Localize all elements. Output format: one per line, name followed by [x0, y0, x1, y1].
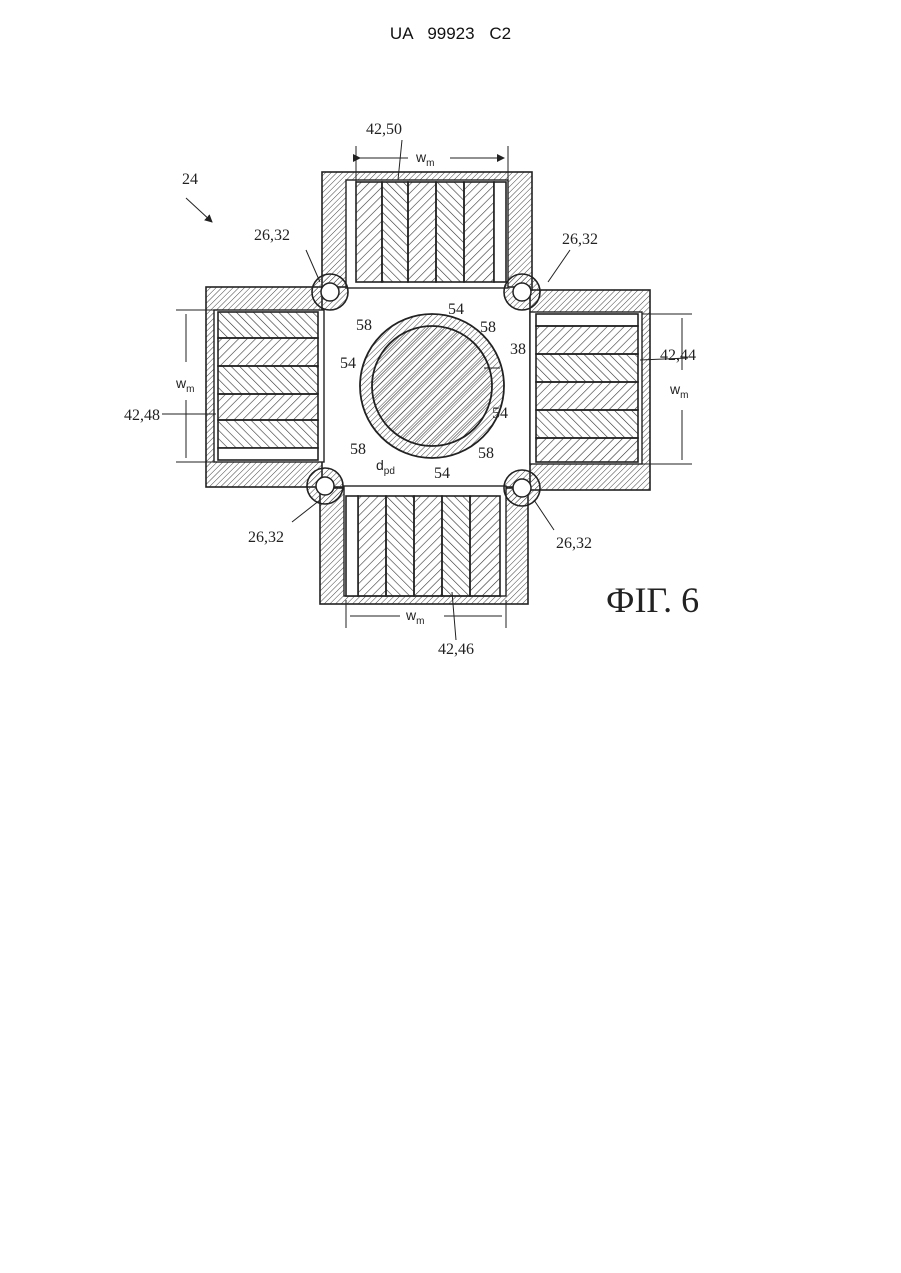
label-shaft: 38 — [510, 341, 526, 358]
label-corner-bl: 58 — [350, 441, 366, 458]
label-corner-tr: 58 — [480, 319, 496, 336]
label-flange-tl: 26,32 — [254, 227, 290, 244]
magnet-stack-top — [356, 182, 506, 282]
label-width-top: wm — [415, 149, 434, 169]
label-magnet-bottom: 42,46 — [438, 641, 474, 658]
figure-caption: ФІГ. 6 — [606, 580, 699, 620]
label-gap-top: 54 — [448, 301, 464, 318]
label-magnet-right: 42,44 — [660, 347, 696, 364]
label-gap-right: 54 — [492, 405, 508, 422]
magnet-stack-left — [218, 312, 318, 460]
label-width-left: wm — [175, 375, 194, 395]
label-gap-bottom: 54 — [434, 465, 450, 482]
label-width-right: wm — [669, 381, 688, 401]
magnet-stack-bottom — [346, 496, 500, 596]
label-flange-tr: 26,32 — [562, 231, 598, 248]
label-assembly: 24 — [182, 171, 198, 188]
label-magnet-left: 42,48 — [124, 407, 160, 424]
magnet-stack-right — [536, 314, 638, 462]
label-flange-bl: 26,32 — [248, 529, 284, 546]
label-corner-br: 58 — [478, 445, 494, 462]
label-gap-left: 54 — [340, 355, 356, 372]
label-flange-br: 26,32 — [556, 535, 592, 552]
label-width-bottom: wm — [405, 607, 424, 627]
label-corner-tl: 58 — [356, 317, 372, 334]
label-magnet-top: 42,50 — [366, 121, 402, 138]
